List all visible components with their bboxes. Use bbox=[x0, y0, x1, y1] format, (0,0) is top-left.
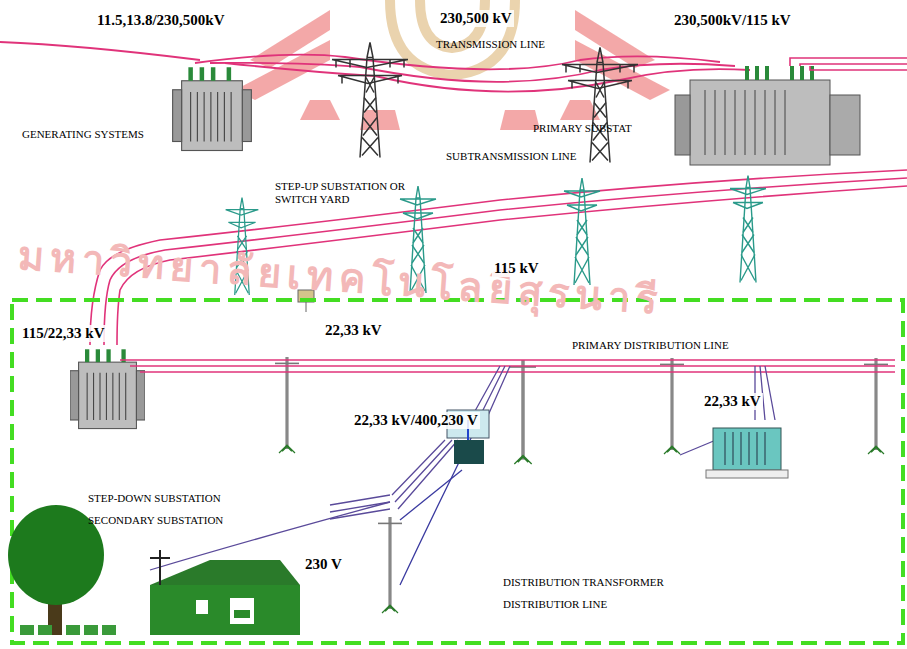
line-label: SUBTRANSMISSION LINE bbox=[446, 150, 577, 163]
component-label: DISTRIBUTION TRANSFORMER bbox=[503, 576, 664, 589]
line-label: TRANSMISSION LINE bbox=[436, 38, 545, 51]
voltage-label: 115 kV bbox=[492, 260, 541, 277]
voltage-label: 230 V bbox=[303, 556, 344, 573]
voltage-label: 230,500 kV bbox=[438, 10, 514, 27]
line-label: PRIMARY DISTRIBUTION LINE bbox=[572, 339, 729, 352]
substation-label: PRIMARY SUBSTAT bbox=[533, 122, 632, 135]
substation-label: SECONDARY SUBSTATION bbox=[88, 514, 223, 527]
substation-label: STEP-DOWN SUBSTATION bbox=[88, 492, 221, 505]
component-label: DISTRIBUTIOR LINE bbox=[503, 598, 607, 611]
voltage-label: 115/22,33 kV bbox=[20, 325, 107, 342]
system-label: GENERATING SYSTEMS bbox=[22, 128, 144, 141]
voltage-label: 22,33 kV/400,230 V bbox=[352, 412, 480, 429]
watermark-text: มหาวิทยาลัยเทคโนโลยีสุรนารี bbox=[17, 232, 665, 323]
voltage-label: 22,33 kV bbox=[702, 393, 763, 410]
substation-label: STEP-UP SUBSTATION OR SWITCH YARD bbox=[275, 180, 425, 205]
voltage-label: 11.5,13.8/230,500kV bbox=[95, 12, 227, 29]
voltage-label: 230,500kV/115 kV bbox=[672, 12, 793, 29]
voltage-label: 22,33 kV bbox=[323, 322, 384, 339]
